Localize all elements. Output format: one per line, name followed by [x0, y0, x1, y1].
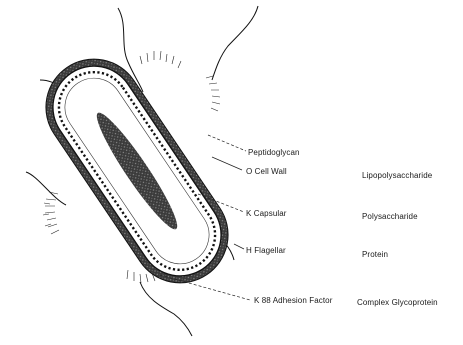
label-k88-adhesion-factor: K 88 Adhesion Factor [254, 296, 333, 305]
composition-lipopolysaccharide: Lipopolysaccharide [362, 171, 433, 180]
composition-protein: Protein [362, 250, 388, 259]
label-k-capsular: K Capsular [246, 209, 287, 218]
label-o-cell-wall: O Cell Wall [246, 167, 287, 176]
leader-line-peptidoglycan [208, 135, 246, 151]
flagellum [212, 6, 258, 80]
composition-polysaccharide: Polysaccharide [362, 212, 418, 221]
flagellum [26, 172, 66, 205]
labels: Peptidoglycan O Cell Wall Lipopolysaccha… [246, 148, 438, 307]
flagellum [140, 282, 192, 336]
composition-complex-glycoprotein: Complex Glycoprotein [357, 298, 438, 307]
leader-line-o-cell-wall [212, 157, 242, 170]
label-h-flagellar: H Flagellar [246, 246, 286, 255]
label-peptidoglycan: Peptidoglycan [248, 148, 300, 157]
leader-line-h-flagellar [234, 244, 244, 249]
